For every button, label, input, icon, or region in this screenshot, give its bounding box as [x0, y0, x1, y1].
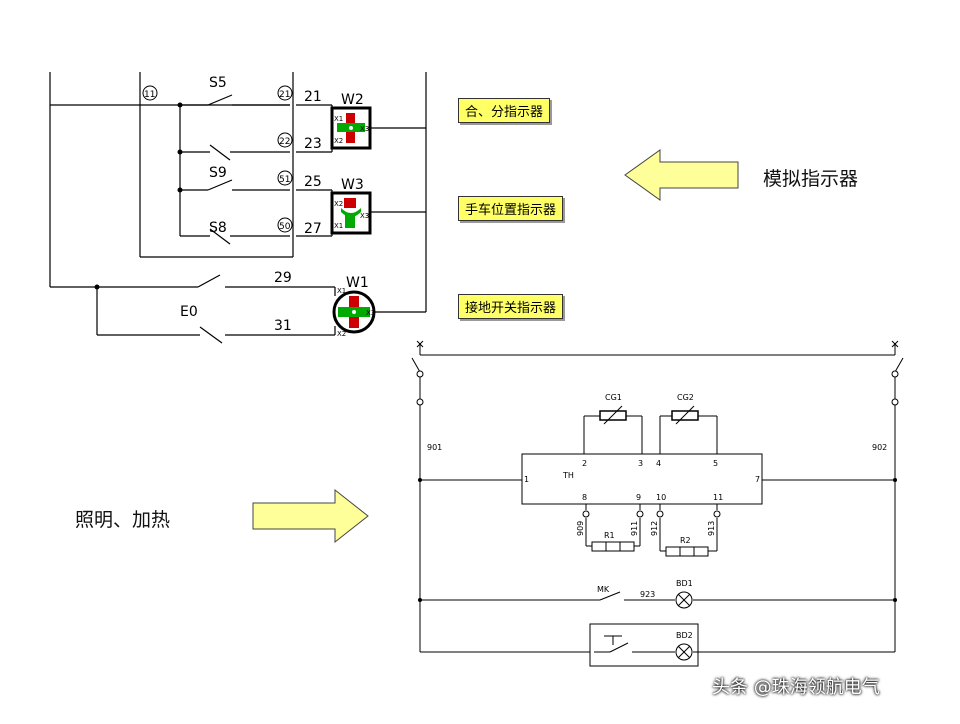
indicator-label-3: 接地开关指示器 — [458, 294, 564, 319]
r1-resistor — [591, 541, 635, 552]
w2-x2: X2 — [334, 137, 343, 145]
terminal-11: 11 — [144, 90, 155, 100]
w3-indicator — [330, 191, 372, 235]
wire-901: 901 — [427, 443, 442, 452]
w1-indicator — [332, 290, 376, 334]
pin-8: 8 — [582, 493, 587, 502]
cg1-label: CG1 — [605, 393, 622, 402]
pin-9: 9 — [636, 493, 641, 502]
w1-x1: X1 — [337, 287, 346, 295]
terminal-22c: 22 — [279, 137, 290, 147]
lighting-heating-title: 照明、加热 — [75, 509, 171, 531]
pin-2: 2 — [582, 459, 587, 468]
w2-x3: X3 — [360, 125, 369, 133]
bd2-label: BD2 — [676, 631, 693, 640]
terminal-21c: 21 — [279, 90, 290, 100]
sim-indicator-title: 模拟指示器 — [763, 168, 859, 190]
switch-s9: S9 — [209, 165, 227, 181]
switch-s8: S8 — [209, 220, 227, 236]
w1-label: W1 — [346, 275, 369, 291]
w2-indicator — [330, 106, 372, 150]
switch-e0: E0 — [180, 304, 198, 320]
wire-923: 923 — [640, 590, 655, 599]
cg2-label: CG2 — [677, 393, 694, 402]
mk-label: MK — [597, 585, 610, 594]
terminal-51c: 51 — [279, 175, 290, 185]
wire-913: 913 — [707, 521, 716, 536]
pin-1: 1 — [524, 475, 529, 484]
terminal-50c: 50 — [279, 222, 291, 232]
wire-902: 902 — [872, 443, 887, 452]
w2-label: W2 — [341, 92, 364, 108]
pin-3: 3 — [638, 459, 643, 468]
wire-912: 912 — [650, 521, 659, 536]
r1-label: R1 — [604, 531, 615, 540]
wire-909: 909 — [576, 521, 585, 536]
wire-21: 21 — [304, 89, 322, 105]
indicator-label-1: 合、分指示器 — [458, 98, 551, 123]
pin-10: 10 — [656, 493, 666, 502]
pin-4: 4 — [656, 459, 661, 468]
lighting-arrow-icon — [252, 488, 369, 544]
indicator-label-2: 手车位置指示器 — [458, 196, 564, 221]
switch-s5: S5 — [209, 75, 227, 91]
w3-label: W3 — [341, 177, 364, 193]
pin-5: 5 — [713, 459, 718, 468]
pin-11: 11 — [713, 493, 723, 502]
wire-29: 29 — [274, 270, 292, 286]
sim-arrow-icon — [624, 149, 739, 201]
wire-31: 31 — [274, 318, 292, 334]
w1-x3: X3 — [366, 309, 375, 317]
r2-label: R2 — [680, 536, 691, 545]
w1-x2: X2 — [337, 330, 346, 338]
pin-7: 7 — [755, 475, 760, 484]
wire-27: 27 — [304, 221, 322, 237]
watermark: 头条 @珠海领航电气 — [712, 677, 880, 698]
th-label: TH — [562, 471, 574, 480]
r2-resistor — [665, 546, 709, 557]
wire-23: 23 — [304, 136, 322, 152]
w2-x1: X1 — [334, 115, 343, 123]
bd1-label: BD1 — [676, 579, 693, 588]
wire-911: 911 — [630, 521, 639, 536]
w3-x1: X1 — [334, 222, 343, 230]
wire-25: 25 — [304, 174, 322, 190]
w3-x3: X3 — [360, 212, 369, 220]
w3-x2: X2 — [334, 200, 343, 208]
